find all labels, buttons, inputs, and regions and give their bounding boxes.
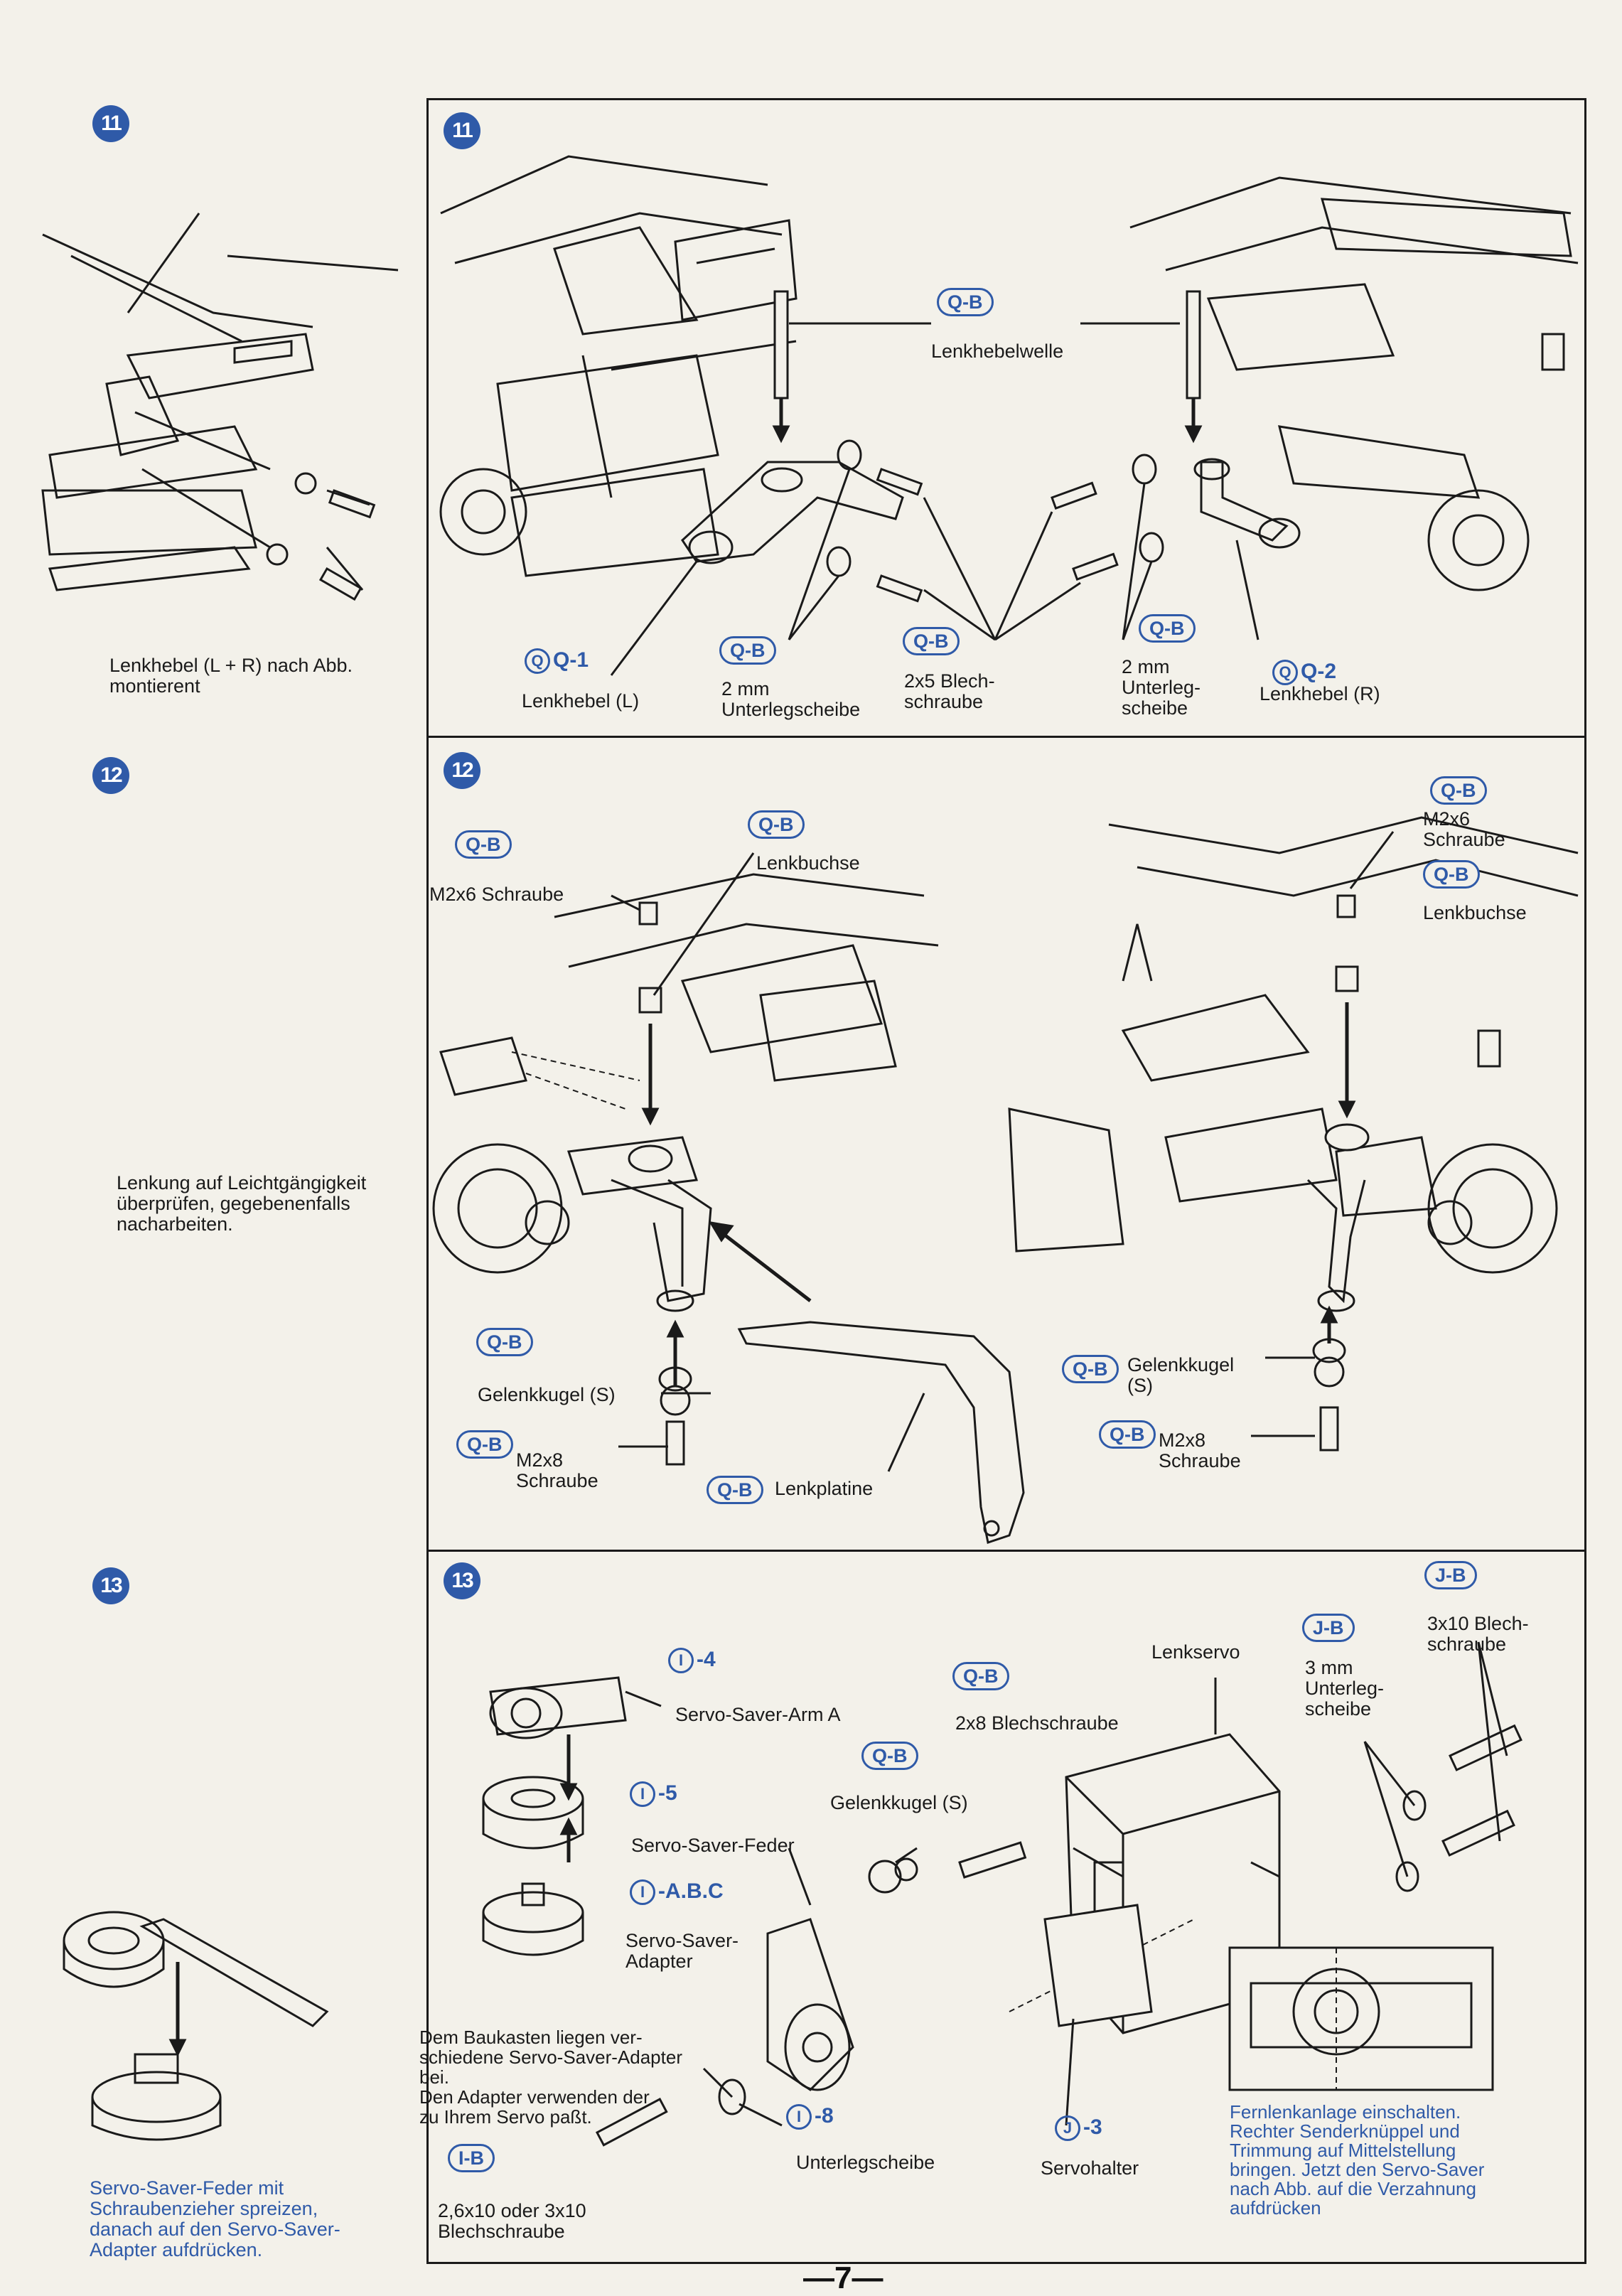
- step-divider: [428, 1550, 1585, 1552]
- step13-side-note: Servo-Saver-Feder mit Schraubenzieher sp…: [90, 2177, 340, 2260]
- label-servo-saver-feder: Servo-Saver-Feder: [631, 1835, 795, 1856]
- label-lenkbuchse-r: Lenkbuchse: [1423, 902, 1527, 923]
- label-screw-2x5: 2x5 Blech- schraube: [904, 670, 995, 712]
- tag-qb-bush-r: Q-B: [1423, 860, 1480, 889]
- part-i8-letter: I: [786, 2104, 812, 2130]
- label-lenkplatine: Lenkplatine: [775, 1478, 874, 1499]
- step12-right-illustration: [1008, 816, 1579, 1452]
- label-gelenkkugel-l: Gelenkkugel (S): [478, 1384, 616, 1405]
- label-gelenkkugel-13: Gelenkkugel (S): [830, 1792, 968, 1813]
- part-q2-letter: Q: [1272, 660, 1298, 686]
- tag-qb-m2x8-l: Q-B: [456, 1430, 513, 1459]
- part-i4: I-4: [668, 1648, 716, 1674]
- step-11-badge: 11: [444, 112, 480, 149]
- part-q1-letter: Q: [525, 648, 550, 675]
- label-unterlegscheibe: Unterlegscheibe: [796, 2152, 935, 2173]
- tag-qb-m2x6-r: Q-B: [1430, 776, 1487, 805]
- tag-qb-bush-l: Q-B: [748, 810, 805, 839]
- label-m2x8-r: M2x8 Schraube: [1159, 1429, 1241, 1471]
- step11-side-note: Lenkhebel (L + R) nach Abb. montierent: [109, 655, 353, 697]
- label-lenkhebelwelle: Lenkhebelwelle: [931, 340, 1064, 362]
- step-11-badge-side: 11: [92, 105, 129, 142]
- page-number: —7—: [803, 2260, 883, 2295]
- label-gelenkkugel-r: Gelenkkugel (S): [1127, 1354, 1235, 1396]
- assembly-frame: [426, 98, 1586, 2264]
- step-13-badge-side: 13: [92, 1567, 129, 1604]
- tag-qb-washer: Q-B: [719, 636, 776, 665]
- part-q2-num: Q-2: [1301, 660, 1337, 683]
- part-q1-num: Q-1: [553, 648, 589, 672]
- step12-side-note: Lenkung auf Leichtgängigkeit überprüfen,…: [117, 1172, 367, 1235]
- tag-qb-screw: Q-B: [903, 627, 960, 655]
- step-12-badge: 12: [444, 752, 480, 789]
- part-i4-num: -4: [697, 1648, 716, 1671]
- label-m2x6-l: M2x6 Schraube: [429, 884, 564, 905]
- part-j3: J-3: [1055, 2115, 1102, 2142]
- tag-qb-washer-r: Q-B: [1139, 614, 1196, 643]
- part-i5: I-5: [630, 1781, 677, 1808]
- label-m2x8-l: M2x8 Schraube: [516, 1449, 598, 1491]
- part-i5-letter: I: [630, 1781, 655, 1808]
- tag-qb-ball-13: Q-B: [861, 1742, 918, 1770]
- part-iabc-num: -A.B.C: [658, 1879, 724, 1903]
- tag-qb-plate: Q-B: [707, 1476, 763, 1504]
- part-iabc: I-A.B.C: [630, 1879, 724, 1906]
- tag-ib: I-B: [448, 2144, 495, 2172]
- step13-side-illustration: [63, 1911, 329, 2141]
- part-i4-letter: I: [668, 1648, 694, 1674]
- label-lenkhebel-l: Lenkhebel (L): [522, 690, 640, 712]
- label-screw-26x10: 2,6x10 oder 3x10 Blechschraube: [438, 2200, 586, 2242]
- label-lenkhebel-r: Lenkhebel (R): [1260, 683, 1380, 704]
- step-divider: [428, 736, 1585, 738]
- label-washer-l: 2 mm Unterlegscheibe: [721, 678, 861, 720]
- step13-main-illustration: [482, 1641, 1522, 2147]
- label-screw-2x8: 2x8 Blechschraube: [955, 1712, 1119, 1734]
- tag-jb-washer: J-B: [1302, 1614, 1355, 1642]
- label-servohalter: Servohalter: [1041, 2157, 1139, 2179]
- tag-qb-m2x6-l: Q-B: [455, 830, 512, 859]
- step-13-badge: 13: [444, 1562, 480, 1599]
- step12-left-illustration: [432, 852, 1025, 1544]
- label-servo-saver-arm: Servo-Saver-Arm A: [675, 1704, 841, 1725]
- part-i8: I-8: [786, 2104, 834, 2130]
- label-washer-r: 2 mm Unterleg- scheibe: [1122, 656, 1201, 719]
- label-remote-note: Fernlenkanlage einschalten. Rechter Send…: [1230, 2101, 1485, 2219]
- label-washer-3mm: 3 mm Unterleg- scheibe: [1305, 1657, 1385, 1720]
- part-j3-letter: J: [1055, 2115, 1080, 2142]
- label-m2x6-r: M2x6 Schraube: [1423, 808, 1505, 850]
- tag-qb-ball-l: Q-B: [476, 1328, 533, 1356]
- tag-qb-ball-r: Q-B: [1062, 1355, 1119, 1383]
- tag-qb-2x8: Q-B: [952, 1662, 1009, 1690]
- part-j3-num: -3: [1083, 2115, 1102, 2139]
- label-lenkservo: Lenkservo: [1151, 1641, 1240, 1663]
- label-screw-3x10: 3x10 Blech- schraube: [1427, 1613, 1529, 1655]
- part-i5-num: -5: [658, 1781, 677, 1805]
- label-lenkbuchse-l: Lenkbuchse: [756, 852, 860, 874]
- label-servo-saver-adapter: Servo-Saver- Adapter: [625, 1930, 739, 1972]
- part-i8-num: -8: [815, 2104, 834, 2128]
- part-iabc-letter: I: [630, 1879, 655, 1906]
- step11-main-illustration: [439, 155, 1579, 676]
- tag-jb-screw: J-B: [1424, 1561, 1477, 1589]
- step11-side-illustration: [41, 213, 399, 601]
- tag-qb-m2x8-r: Q-B: [1099, 1420, 1156, 1449]
- tag-qb-shaft: Q-B: [937, 288, 994, 316]
- label-adapter-note: Dem Baukasten liegen ver- schiedene Serv…: [419, 2027, 682, 2128]
- step-12-badge-side: 12: [92, 757, 129, 794]
